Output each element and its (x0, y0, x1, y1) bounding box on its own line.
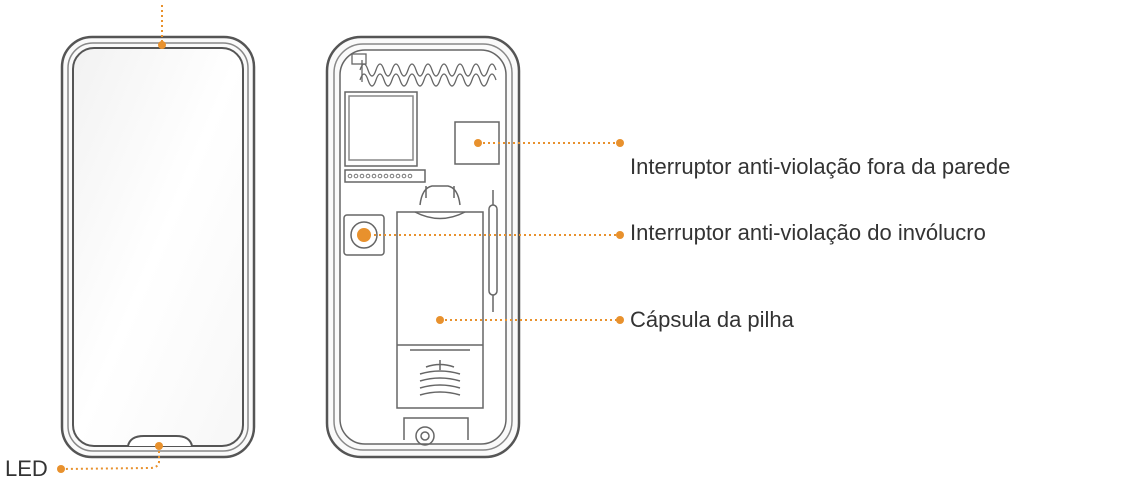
label-battery-compartment: Cápsula da pilha (630, 307, 794, 332)
callout-dot-led (57, 465, 65, 473)
side-probe (488, 190, 498, 312)
front-view-device (60, 35, 256, 459)
callout-dot-top (158, 41, 166, 49)
label-tamper-casing: Interruptor anti-violação do invólucro (630, 220, 986, 245)
back-view-device (325, 35, 521, 459)
label-led: LED (5, 456, 48, 481)
callout-line-led (61, 446, 160, 470)
pcb-module (344, 91, 426, 183)
label-tamper-outside-wall: Interruptor anti-violação fora da parede (630, 154, 1011, 179)
led-window (127, 435, 193, 447)
callouts (57, 5, 624, 473)
battery-compartment (396, 211, 484, 409)
antenna-coil (351, 53, 497, 87)
screw-boss (403, 417, 469, 446)
